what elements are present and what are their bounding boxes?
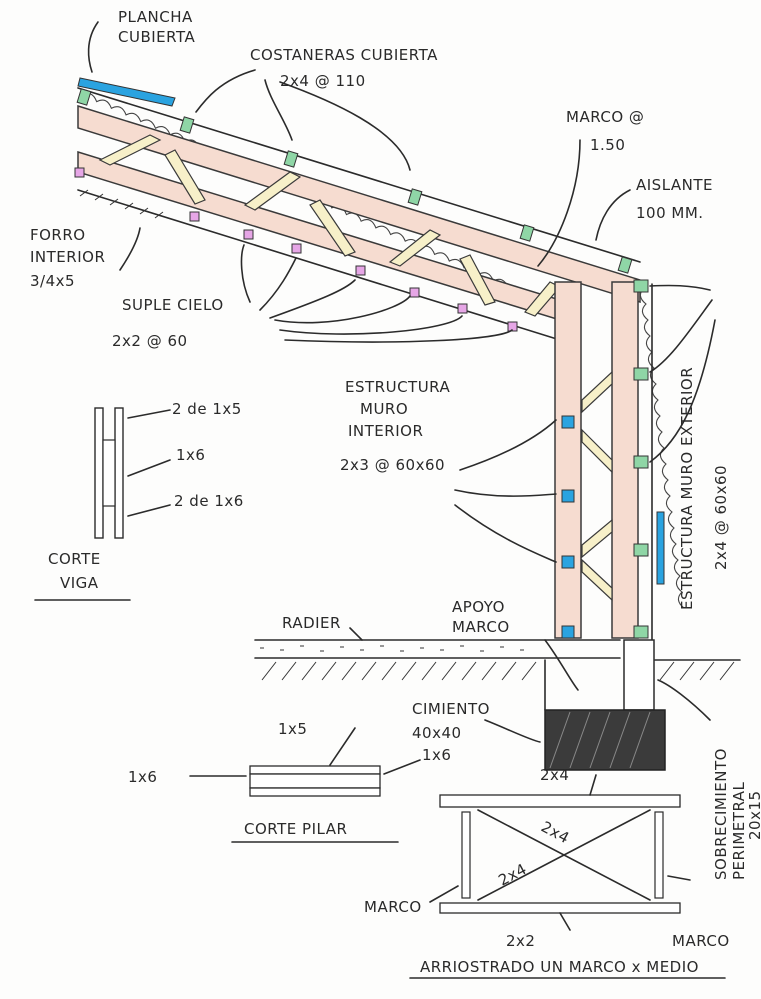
truss-top-chord [77, 104, 641, 304]
label-sobrecimiento: SOBRECIMIENTOPERIMETRAL20x15 [712, 748, 761, 880]
label-marco: MARCO @1.50 [566, 108, 644, 154]
label-viga-1x6: 1x6 [176, 446, 205, 464]
label-viga-2de1x5: 2 de 1x5 [172, 400, 242, 418]
wall-insulation [639, 287, 685, 609]
roof-assembly [74, 77, 641, 353]
ceiling-hatch [79, 189, 164, 219]
ceiling-battens [74, 167, 518, 332]
roof-purlins [76, 88, 633, 274]
footing-texture [549, 711, 651, 769]
label-pilar-1x6-left: 1x6 [128, 768, 157, 786]
beam-section [34, 407, 171, 601]
truss-braces [98, 134, 561, 317]
perimeter-plinth [623, 639, 655, 711]
label-arr-2x4-top: 2x4 [540, 766, 569, 784]
wall-blue-blocks [561, 415, 665, 639]
footing [544, 709, 666, 771]
ground-hatch [261, 661, 735, 681]
label-pilar-1x5: 1x5 [278, 720, 307, 738]
pillar-section [189, 727, 421, 843]
label-arr-2x4-diag2: 2x4 [495, 860, 529, 890]
foundation [254, 639, 741, 771]
wall-green-blocks [633, 279, 649, 639]
label-viga-2de1x6: 2 de 1x6 [174, 492, 244, 510]
bracing-detail [409, 774, 726, 979]
roof-outer-line [77, 87, 641, 263]
label-pilar-1x6-right: 1x6 [422, 746, 451, 764]
label-arriostrado: ARRIOSTRADO UN MARCO x MEDIO [420, 958, 699, 976]
label-radier: RADIER [282, 614, 341, 632]
interior-wall-stud [554, 281, 582, 639]
wall-assembly [554, 279, 685, 641]
label-arr-marco-left: MARCO [364, 898, 422, 916]
roof-sheet [77, 77, 176, 107]
wall-braces [581, 370, 613, 602]
label-corte-pilar: CORTE PILAR [244, 820, 347, 838]
label-arr-marco-right: MARCO [672, 932, 730, 950]
label-arr-2x2: 2x2 [506, 932, 535, 950]
leader-lines [87, 21, 716, 743]
slab-gravel [260, 645, 524, 652]
label-arr-2x4-diag1: 2x4 [538, 818, 572, 848]
